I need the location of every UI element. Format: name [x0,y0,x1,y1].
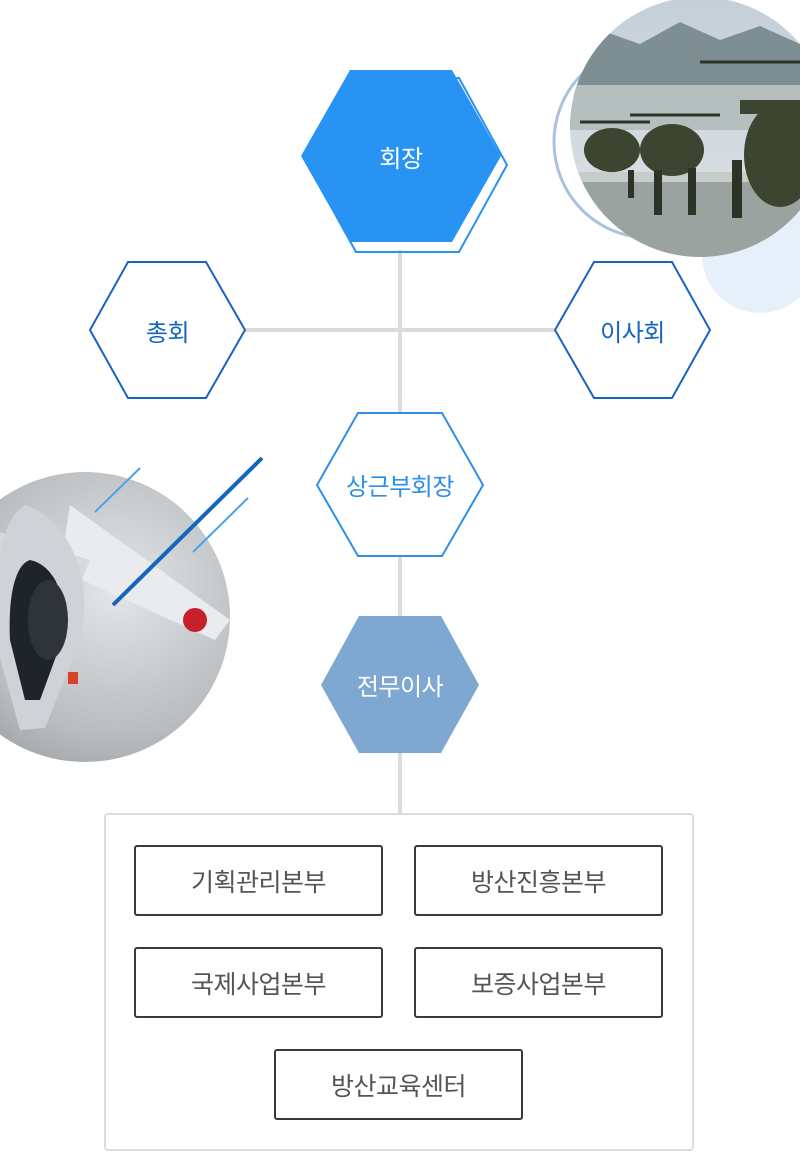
dept-box-education: 방산교육센터 [274,1049,523,1120]
executive-director-label: 전무이사 [356,673,444,701]
dept-box-planning: 기획관리본부 [134,845,383,916]
chairman-hexagon [301,70,501,242]
decor-line-light [94,467,141,513]
vice-chairman-hexagon [315,412,485,557]
dept-box-guarantee: 보증사업본부 [414,947,663,1018]
board-label: 이사회 [600,318,665,347]
general-assembly-label: 총회 [145,318,190,347]
general-assembly-hexagon [88,261,247,399]
chairman-label: 회장 [379,144,423,173]
decor-line-dark [111,456,264,607]
board-hexagon [553,261,712,399]
dept-box-international: 국제사업본부 [134,947,383,1018]
executive-director-hexagon [321,616,479,753]
decor-line-light-2 [192,497,249,553]
vice-chairman-label: 상근부회장 [346,473,454,501]
dept-box-promotion: 방산진흥본부 [414,845,663,916]
